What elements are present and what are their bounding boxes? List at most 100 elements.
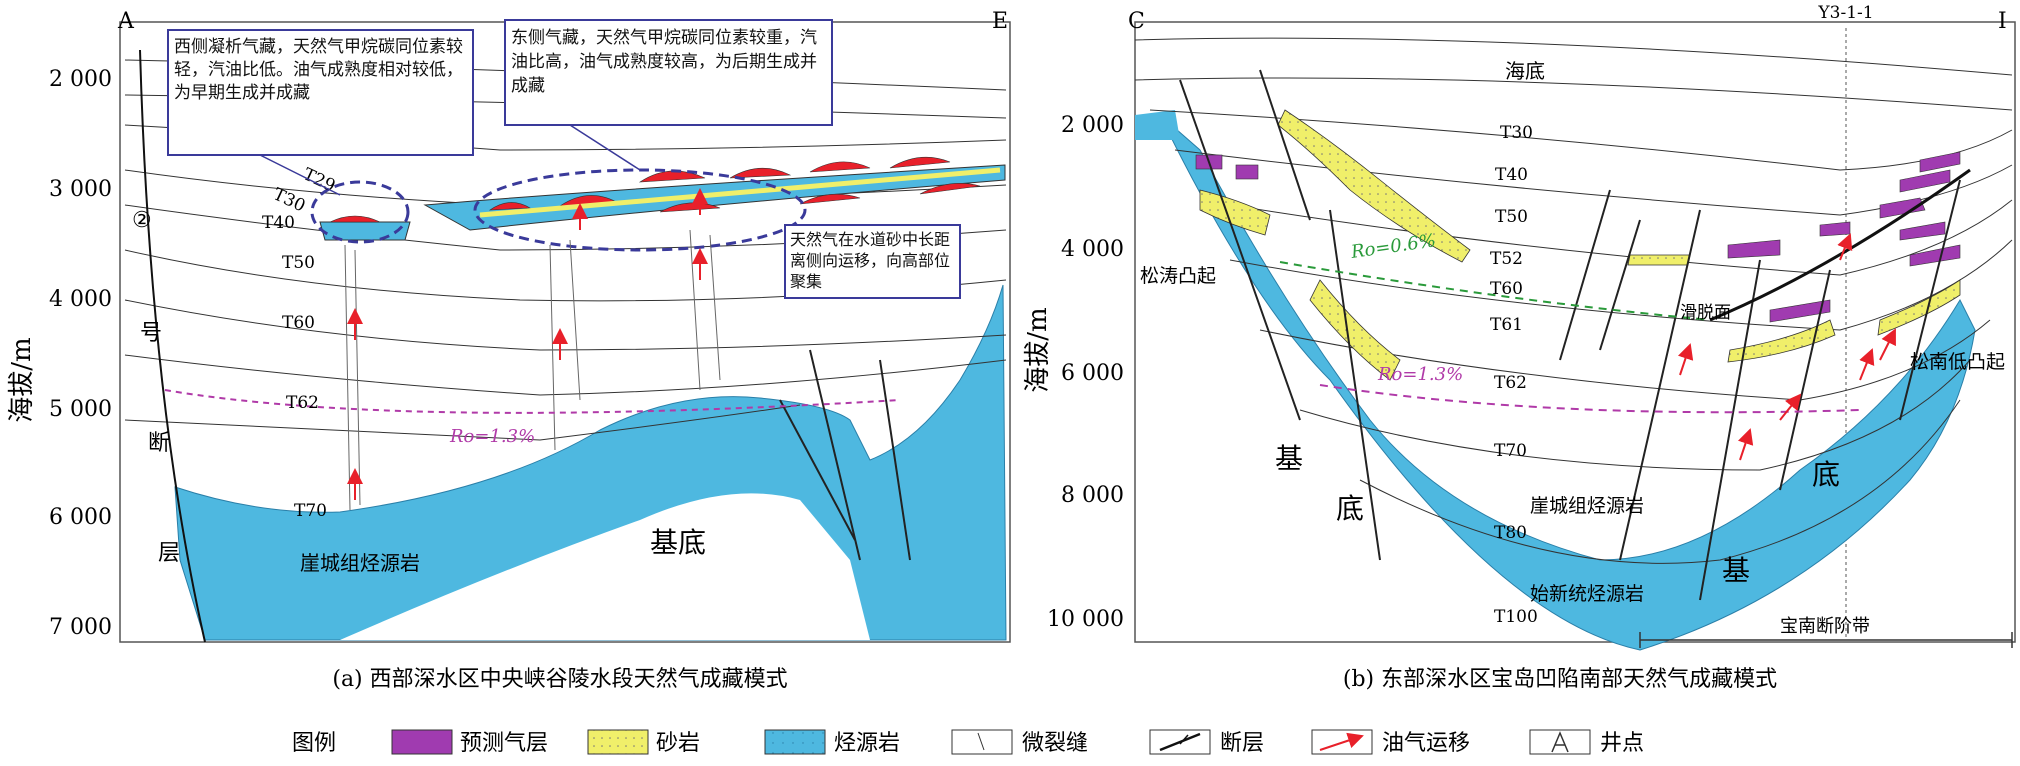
horizon-label: T100 — [1494, 607, 1538, 627]
panel-b-ro-06-line — [1279, 261, 1711, 321]
y-tick: 3 000 — [49, 177, 112, 202]
legend-title: 图例 — [292, 731, 336, 756]
panel-a: A E 2 000 3 000 4 000 5 000 6 000 7 000 … — [7, 9, 1011, 692]
legend-label-source: 烃源岩 — [834, 731, 900, 756]
horizon-label: T52 — [1490, 249, 1523, 269]
panel-a-basement — [340, 493, 870, 640]
legend-swatch-migration — [1311, 729, 1373, 755]
y-tick: 8 000 — [1061, 483, 1124, 508]
legend: 图例 预测气层 砂岩 烃源岩 微裂缝 断层 油气运移 井点 — [292, 729, 1644, 756]
y-tick: 5 000 — [49, 397, 112, 422]
panel-b-source-eo: 始新统烃源岩 — [1530, 583, 1644, 605]
panel-a-corner-left: A — [117, 9, 135, 34]
panel-b-fault-zone-tick — [1639, 632, 2013, 648]
panel-a-caption: (a) 西部深水区中央峡谷陵水段天然气成藏模式 — [332, 667, 787, 692]
y-tick: 2 000 — [1061, 113, 1124, 138]
panel-b-basement-char: 底 — [1812, 458, 1840, 491]
panel-a-west-ellipse — [310, 180, 410, 244]
panel-a-basement-label: 基底 — [650, 526, 706, 559]
legend-label-well: 井点 — [1600, 731, 1644, 756]
panel-b-fault-zone-label: 宝南断阶带 — [1780, 616, 1870, 637]
y-tick: 2 000 — [49, 67, 112, 92]
panel-b-basement-char: 基 — [1722, 554, 1750, 587]
legend-label-sand: 砂岩 — [656, 731, 700, 756]
panel-b-seafloor-label: 海底 — [1505, 59, 1545, 83]
panel-b-uplift-west: 松涛凸起 — [1140, 265, 1216, 287]
horizon-label: T40 — [262, 213, 295, 233]
horizon-label: T61 — [1490, 315, 1523, 335]
y-tick: 4 000 — [1061, 237, 1124, 262]
panel-a-red-reservoirs — [329, 156, 981, 223]
panel-a-fractures — [344, 229, 721, 511]
panel-a-source-label: 崖城组烃源岩 — [300, 551, 420, 575]
legend-swatch-fault — [1149, 729, 1211, 755]
horizon-label: T62 — [1494, 373, 1527, 393]
y-tick: 4 000 — [49, 287, 112, 312]
legend-label-fracture: 微裂缝 — [1022, 731, 1088, 756]
panel-b-slip-surface — [1709, 168, 1971, 322]
legend-label-gas: 预测气层 — [460, 731, 548, 756]
panel-a-minor-faults — [779, 349, 911, 561]
horizon-label: T70 — [294, 501, 327, 521]
panel-a-ro-label: Ro=1.3% — [449, 426, 535, 447]
horizon-label: T80 — [1494, 523, 1527, 543]
panel-b-source-yc: 崖城组烃源岩 — [1530, 495, 1644, 517]
panel-a-corner-right: E — [992, 9, 1008, 34]
panel-a-fault-label: 断 — [148, 431, 170, 456]
panel-a-callout-migration: 天然气在水道砂中长距离侧向运移，向高部位聚集 — [784, 224, 961, 299]
panel-b-corner-right: I — [1998, 9, 2007, 34]
panel-a-fault-2 — [139, 49, 206, 643]
panel-b-slip-label: 滑脱面 — [1680, 303, 1731, 323]
y-tick: 6 000 — [49, 505, 112, 530]
horizon-label: T40 — [1495, 165, 1528, 185]
horizon-label: T50 — [282, 253, 315, 273]
panel-a-callout-east: 东侧气藏，天然气甲烷碳同位素较重，汽油比高，油气成熟度较高，为后期生成并成藏 — [504, 19, 833, 171]
panel-b-corner-left: C — [1128, 9, 1145, 34]
horizon-label: T60 — [282, 313, 315, 333]
callout-west-text: 西侧凝析气藏，天然气甲烷碳同位素较轻，汽油比低。油气成熟度相对较低，为早期生成并… — [174, 37, 463, 103]
horizon-label: T62 — [286, 393, 319, 413]
panel-a-y-label: 海拔/m — [7, 337, 37, 422]
y-tick: 10 000 — [1047, 607, 1124, 632]
legend-swatch-sand — [587, 729, 649, 755]
legend-label-fault: 断层 — [1220, 731, 1264, 756]
panel-b-uplift-east: 松南低凸起 — [1910, 351, 2005, 373]
panel-b-source-left-cap — [1135, 110, 1180, 140]
callout-east-text: 东侧气藏，天然气甲烷碳同位素较重，汽油比高，油气成熟度较高，为后期生成并成藏 — [511, 28, 817, 96]
panel-b-source-rock — [1159, 114, 1976, 651]
legend-swatch-fracture — [951, 729, 1013, 755]
legend-swatch-gas — [391, 729, 453, 755]
panel-a-y-axis: 2 000 3 000 4 000 5 000 6 000 7 000 — [49, 67, 112, 640]
panel-b-ro-13-label: Ro=1.3% — [1377, 364, 1463, 385]
panel-a-callout-west: 西侧凝析气藏，天然气甲烷碳同位素较轻，汽油比低。油气成熟度相对较低，为早期生成并… — [167, 29, 474, 196]
panel-b-caption: (b) 东部深水区宝岛凹陷南部天然气成藏模式 — [1343, 667, 1777, 692]
well-icon — [1551, 731, 1569, 753]
panel-a-migration-arrows — [347, 188, 708, 500]
callout-migration-text: 天然气在水道砂中长距离侧向运移，向高部位聚集 — [790, 230, 951, 291]
panel-a-fault-label: 号 — [140, 321, 162, 346]
legend-label-migration: 油气运移 — [1382, 731, 1470, 756]
panel-b: C I Y3-1-1 2 000 4 000 6 000 8 000 10 00… — [1023, 3, 2016, 692]
panel-b-faults — [1179, 69, 1961, 601]
horizon-label: T30 — [1500, 123, 1533, 143]
panel-b-migration-arrows — [1677, 233, 1896, 461]
horizon-label: T50 — [1495, 207, 1528, 227]
panel-b-sand-bodies — [1199, 109, 1961, 381]
panel-b-horizon-labels: T30 T40 T50 T52 T60 T61 T62 T70 T80 T100 — [1490, 123, 1538, 627]
y-tick: 7 000 — [49, 615, 112, 640]
panel-a-fault-label: ② — [132, 208, 152, 233]
horizon-label: T70 — [1494, 441, 1527, 461]
horizon-label: T60 — [1490, 279, 1523, 299]
panel-b-basement-char: 基 — [1275, 442, 1303, 475]
panel-b-y-label: 海拔/m — [1023, 307, 1053, 392]
panel-a-ro-line — [164, 389, 901, 414]
panel-b-y-axis: 2 000 4 000 6 000 8 000 10 000 — [1047, 113, 1124, 632]
panel-b-gas-layers — [1195, 151, 1961, 323]
panel-b-basement-char: 底 — [1336, 492, 1364, 525]
legend-swatch-source — [764, 729, 826, 755]
panel-a-sand-streak — [479, 167, 1001, 218]
panel-a-fault-label: 层 — [158, 541, 180, 566]
legend-swatch-well — [1529, 729, 1591, 755]
panel-b-well-name: Y3-1-1 — [1817, 3, 1873, 23]
y-tick: 6 000 — [1061, 361, 1124, 386]
